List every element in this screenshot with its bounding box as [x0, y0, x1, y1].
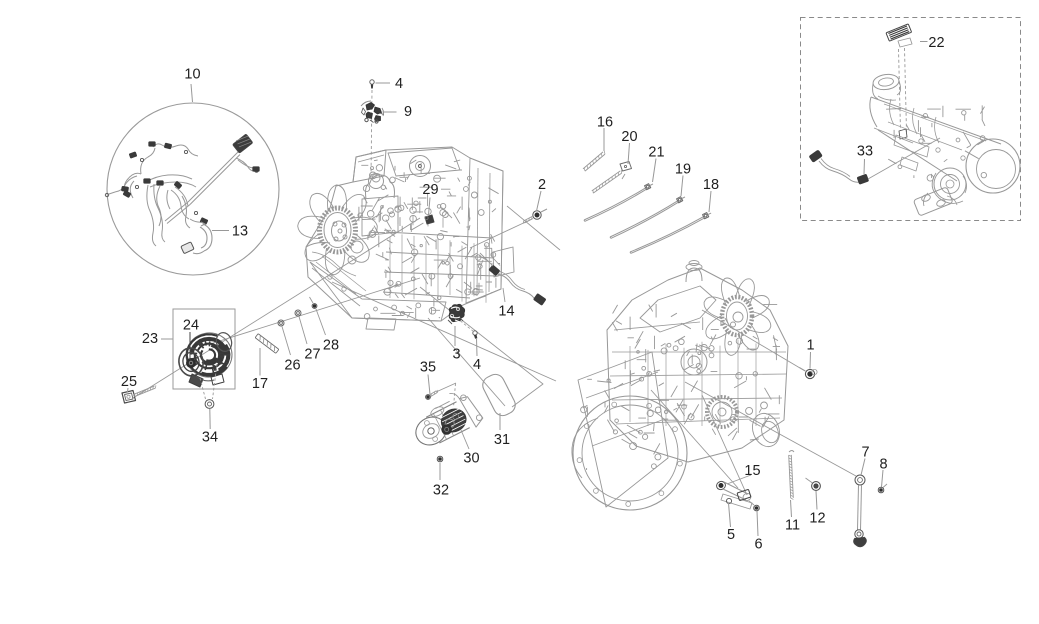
- svg-text:2: 2: [538, 177, 546, 193]
- svg-text:26: 26: [284, 358, 300, 374]
- svg-text:23: 23: [142, 331, 158, 347]
- svg-text:25: 25: [121, 374, 137, 390]
- svg-text:6: 6: [754, 537, 762, 553]
- svg-text:32: 32: [433, 483, 449, 499]
- svg-text:12: 12: [809, 511, 825, 527]
- svg-text:33: 33: [857, 144, 873, 160]
- svg-text:10: 10: [184, 67, 200, 83]
- svg-text:19: 19: [675, 162, 691, 178]
- svg-text:15: 15: [744, 463, 760, 479]
- svg-text:18: 18: [703, 177, 719, 193]
- svg-text:22: 22: [928, 35, 944, 51]
- svg-text:11: 11: [785, 518, 800, 534]
- svg-text:3: 3: [452, 347, 460, 363]
- svg-text:4: 4: [473, 357, 481, 373]
- svg-text:30: 30: [463, 451, 479, 467]
- svg-text:20: 20: [621, 129, 637, 145]
- svg-text:29: 29: [422, 182, 438, 198]
- svg-text:5: 5: [727, 527, 735, 543]
- svg-text:17: 17: [252, 376, 268, 392]
- svg-text:16: 16: [597, 115, 613, 131]
- svg-text:14: 14: [498, 304, 514, 320]
- svg-text:31: 31: [494, 432, 510, 448]
- svg-text:27: 27: [304, 347, 320, 363]
- svg-text:4: 4: [395, 76, 403, 92]
- svg-text:8: 8: [879, 457, 887, 473]
- svg-text:7: 7: [861, 445, 869, 461]
- svg-text:34: 34: [202, 430, 218, 446]
- svg-text:35: 35: [420, 360, 436, 376]
- svg-text:28: 28: [323, 338, 339, 354]
- svg-text:24: 24: [183, 318, 199, 334]
- svg-text:9: 9: [404, 104, 412, 120]
- svg-text:1: 1: [806, 338, 814, 354]
- svg-text:13: 13: [232, 224, 248, 240]
- svg-text:21: 21: [648, 145, 664, 161]
